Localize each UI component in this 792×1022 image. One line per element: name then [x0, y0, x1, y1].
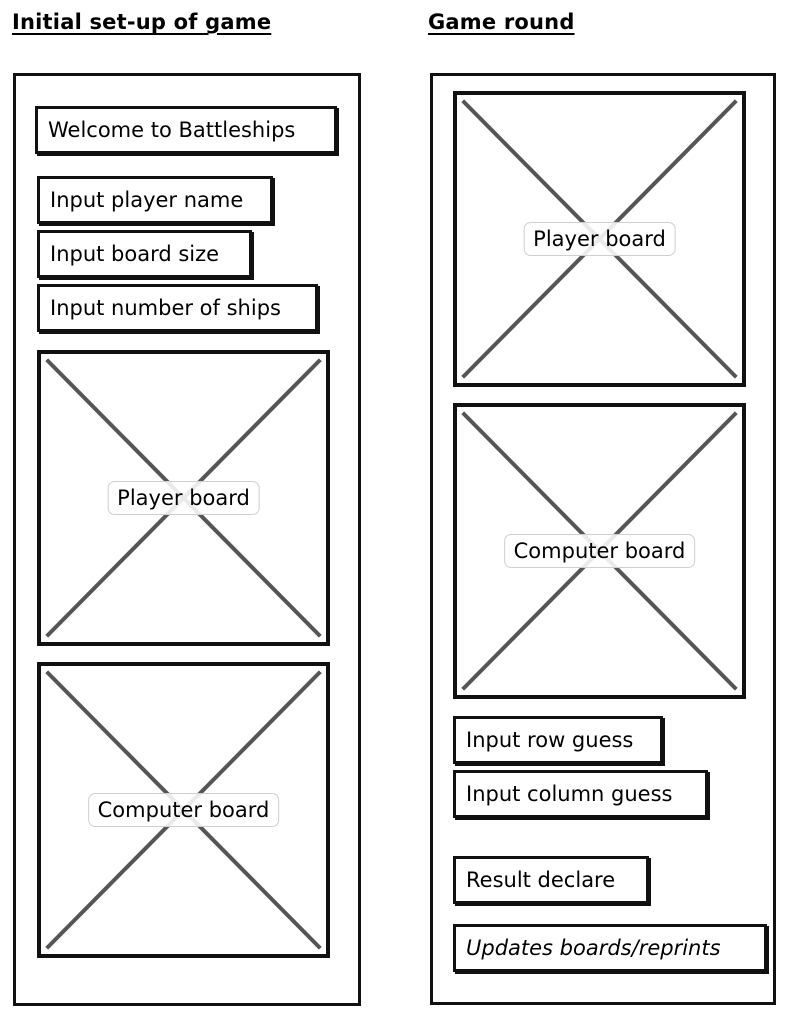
welcome-box: Welcome to Battleships — [35, 106, 337, 154]
ship-count-input[interactable]: Input number of ships — [37, 284, 318, 332]
setup-computer-board: Computer board — [37, 662, 330, 958]
board-label: Computer board — [87, 793, 280, 827]
setup-player-board: Player board — [37, 350, 330, 646]
setup-heading: Initial set-up of game — [12, 10, 272, 34]
player-name-input[interactable]: Input player name — [37, 176, 273, 224]
board-size-input[interactable]: Input board size — [37, 230, 252, 278]
round-computer-board: Computer board — [453, 403, 746, 699]
board-label: Computer board — [503, 534, 696, 568]
updates-boards-box: Updates boards/reprints — [453, 924, 767, 972]
row-guess-input[interactable]: Input row guess — [453, 716, 663, 764]
column-guess-input[interactable]: Input column guess — [453, 770, 708, 818]
round-player-board: Player board — [453, 91, 746, 387]
round-heading: Game round — [428, 10, 575, 34]
board-label: Player board — [107, 481, 260, 515]
board-label: Player board — [523, 222, 676, 256]
result-declare-box: Result declare — [453, 856, 649, 904]
